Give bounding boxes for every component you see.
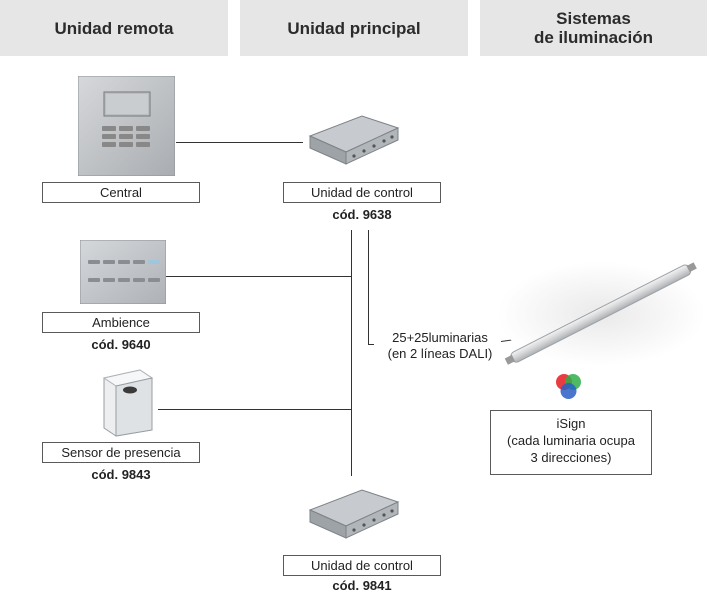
label-control-unit-top: Unidad de control [283, 182, 441, 203]
header-lighting-line2: de iluminación [533, 28, 654, 47]
header-remote-text: Unidad remota [54, 18, 174, 38]
wire-dali-to-isign [368, 344, 374, 345]
header-lighting-systems: Sistemas de iluminación [480, 0, 707, 56]
control-unit-top-image [308, 115, 400, 165]
dali-note-line2: (en 2 líneas DALI) [387, 346, 493, 361]
label-ambience: Ambience [42, 312, 200, 333]
rgb-color-icon [556, 374, 581, 399]
wire-ambience-to-bus [166, 276, 352, 277]
central-panel-image [78, 76, 175, 176]
isign-line3: 3 direcciones) [530, 450, 612, 465]
isign-line1: iSign [556, 416, 586, 431]
control-unit-bottom-image [308, 489, 400, 539]
dali-connection-note: 25+25luminarias (en 2 líneas DALI) [374, 330, 506, 362]
isign-luminaire-image [497, 262, 705, 366]
label-isign: iSign (cada luminaria ocupa 3 direccione… [490, 410, 652, 475]
wire-dali-vertical [368, 230, 369, 345]
wire-sensor-to-bus [158, 409, 352, 410]
dali-note-line1: 25+25luminarias [392, 330, 488, 345]
presence-sensor-image [102, 369, 154, 437]
wire-vertical-bus [351, 230, 352, 476]
code-presence-sensor: cód. 9843 [91, 467, 151, 482]
code-control-unit-bottom: cód. 9841 [332, 578, 392, 593]
code-ambience: cód. 9640 [91, 337, 151, 352]
header-main-unit: Unidad principal [240, 0, 468, 56]
header-main-text: Unidad principal [287, 18, 421, 38]
code-control-unit-top: cód. 9638 [332, 207, 392, 222]
ambience-panel-image [80, 240, 166, 304]
isign-line2: (cada luminaria ocupa [507, 433, 635, 448]
header-lighting-line1: Sistemas [556, 9, 631, 28]
wire-central-to-control [176, 142, 303, 143]
label-presence-sensor: Sensor de presencia [42, 442, 200, 463]
label-control-unit-bottom: Unidad de control [283, 555, 441, 576]
label-central: Central [42, 182, 200, 203]
header-remote-unit: Unidad remota [0, 0, 228, 56]
